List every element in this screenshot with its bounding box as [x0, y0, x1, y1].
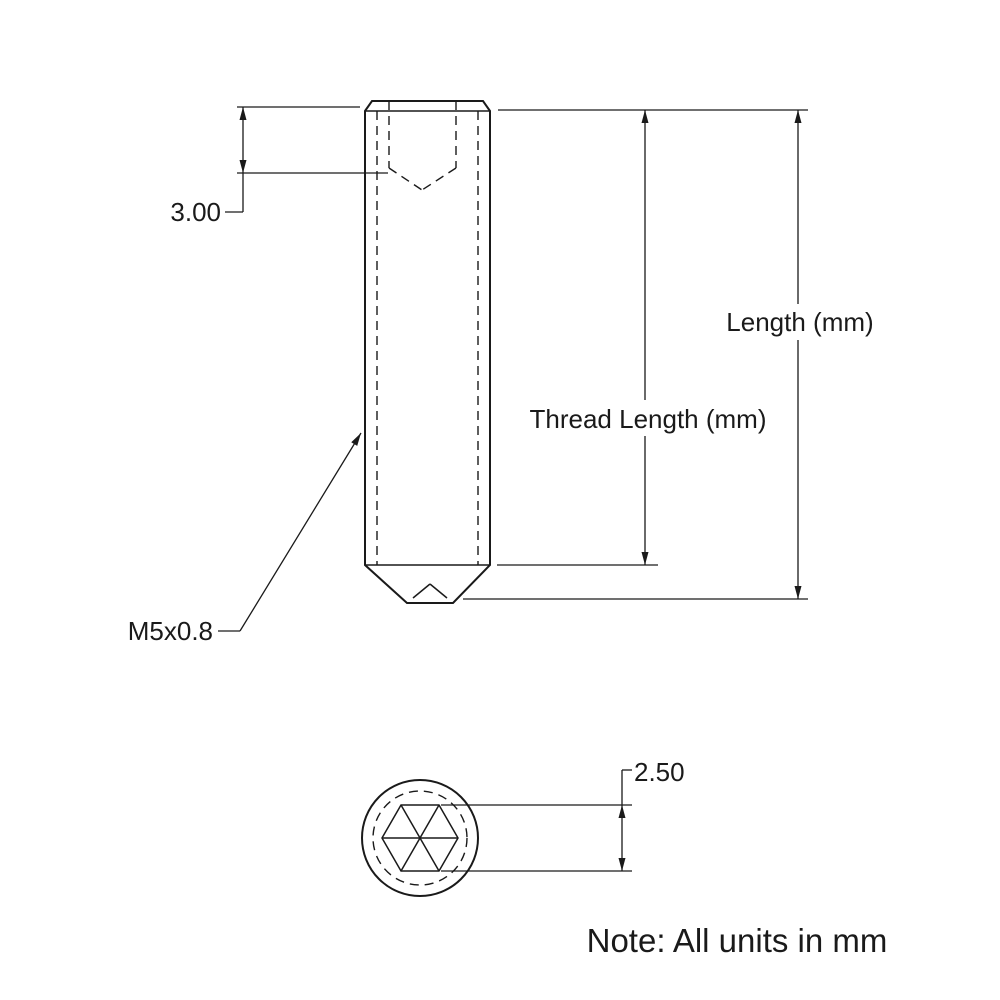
leader-diagonal [239, 432, 362, 632]
leader-thread-spec: M5x0.8 [128, 432, 362, 646]
cup-point-edge-left [412, 583, 431, 599]
cup-point-edge-right [429, 583, 448, 599]
hex-size-dim-text: 2.50 [634, 757, 685, 787]
hidden-lines [376, 101, 479, 565]
thread-length-dim-text-bg [525, 400, 771, 436]
thread-minor-circle [372, 790, 468, 886]
dim-length: Length (mm) [463, 109, 880, 600]
dim-hex-size: 2.50 [441, 757, 685, 872]
screw-body-outline [364, 100, 491, 604]
socket-drill-point-left [388, 167, 423, 191]
side-view [364, 100, 491, 604]
bottom-view [361, 779, 479, 897]
length-dim-text: Length (mm) [726, 307, 873, 337]
socket-depth-dim-text: 3.00 [170, 197, 221, 227]
length-dim-text-bg [720, 304, 880, 340]
thread-spec-text: M5x0.8 [128, 616, 213, 646]
hex-diagonal-3 [400, 804, 440, 872]
socket-drill-point-right [421, 167, 457, 191]
dim-socket-depth: 3.00 [170, 106, 388, 227]
thread-length-dim-text: Thread Length (mm) [530, 404, 767, 434]
outer-diameter-circle [361, 779, 479, 897]
dim-thread-length: Thread Length (mm) [497, 110, 771, 566]
units-note: Note: All units in mm [587, 922, 888, 959]
